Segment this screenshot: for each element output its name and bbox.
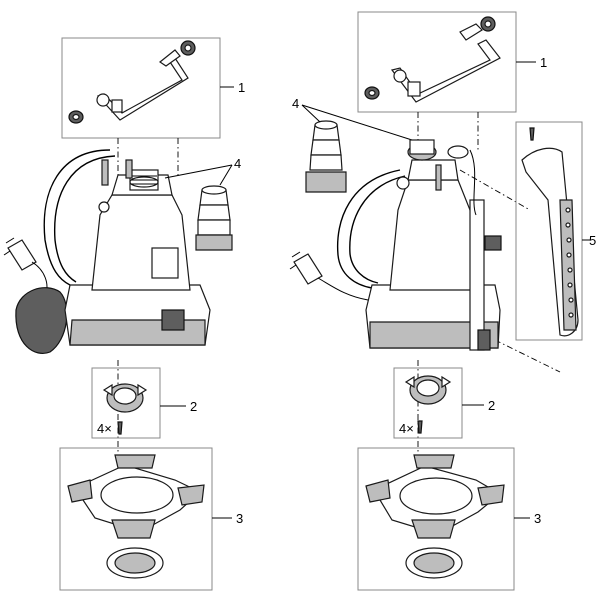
left-callout-1: 1 (238, 80, 245, 95)
right-base-frame (365, 454, 505, 579)
left-foot-frame (91, 367, 161, 439)
left-base-frame (67, 454, 205, 579)
right-guide-5 (494, 339, 561, 373)
left-handle (68, 40, 196, 124)
right-screw-icon (417, 420, 423, 434)
right-callout-4-leader-b (301, 104, 413, 141)
right-float-holder (521, 127, 579, 337)
right-base-frame-box (357, 447, 515, 591)
right-assembly: 1 4 (289, 11, 596, 591)
left-screw-icon (117, 421, 123, 435)
left-callout-4: 4 (234, 156, 241, 171)
right-callout-4: 4 (292, 96, 299, 111)
left-callout-4-leader-b (164, 164, 233, 179)
left-callout-4-leader-a (219, 164, 233, 186)
left-hose-adapter (195, 185, 233, 251)
left-pump-body (3, 149, 211, 354)
right-float-frame (515, 121, 583, 341)
left-callout-2: 2 (190, 399, 197, 414)
left-base-frame-box (59, 447, 213, 591)
right-callout-2: 2 (488, 398, 495, 413)
right-callout-5: 5 (589, 233, 596, 248)
left-foot-plate (102, 383, 148, 413)
right-callout-3: 3 (534, 511, 541, 526)
left-assembly: 1 (3, 37, 245, 591)
right-screws-count: 4× (399, 421, 414, 436)
right-callout-1: 1 (540, 55, 547, 70)
right-handle (364, 16, 501, 103)
left-screws-count: 4× (97, 421, 112, 436)
right-callout-4-leader-a (301, 104, 321, 123)
right-hose-adapter (305, 120, 347, 193)
right-foot-plate (404, 375, 452, 405)
right-foot-frame (393, 367, 463, 439)
right-pump-body (289, 139, 502, 351)
left-callout-3: 3 (236, 511, 243, 526)
left-handle-frame (61, 37, 221, 139)
